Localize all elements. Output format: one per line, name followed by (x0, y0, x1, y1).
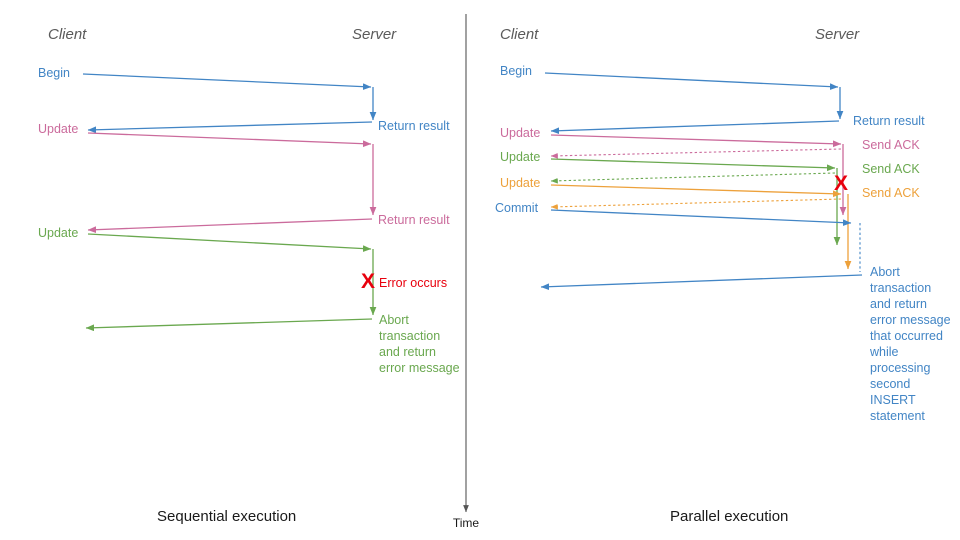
left-abort-line-1: Abort (379, 313, 409, 327)
right-server-lane-label: Server (815, 26, 860, 43)
error-x-icon: X (361, 270, 375, 293)
right-ack-pink-label: Send ACK (862, 138, 920, 152)
right-update-pink-arrow (550, 134, 842, 148)
left-return-result-1-arrow (87, 121, 373, 134)
right-abort-line-8: second (870, 377, 910, 391)
left-message-begin: Begin (38, 66, 372, 91)
left-abort-return-arrow (85, 318, 373, 332)
panel-sequential: Client Server Begin Return result Update… (38, 26, 460, 525)
right-return-result-label: Return result (853, 114, 925, 128)
right-ack-pink-arrow (550, 148, 842, 159)
right-return-result-arrow (550, 120, 840, 135)
left-return-result-2-label: Return result (378, 213, 450, 227)
right-update-orange-label: Update (500, 176, 540, 190)
left-update-pink-label: Update (38, 122, 78, 136)
right-update-green-label: Update (500, 150, 540, 164)
error-x-icon: X (834, 172, 848, 195)
time-axis-label: Time (453, 516, 480, 530)
time-axis: Time (453, 14, 480, 530)
right-ack-green-arrow (550, 172, 836, 184)
left-message-update-green: Update (38, 226, 372, 252)
right-message-begin: Begin (500, 64, 839, 90)
right-message-update-orange: Update Send ACK (500, 176, 920, 270)
left-blue-processing: Return result (87, 87, 450, 134)
right-client-lane-label: Client (500, 26, 539, 43)
right-abort-line-6: while (869, 345, 899, 359)
right-begin-label: Begin (500, 64, 532, 78)
right-footer-label: Parallel execution (670, 508, 788, 525)
left-begin-arrow (82, 73, 372, 91)
left-green-processing: X Error occurs Abort transaction and ret… (85, 249, 460, 375)
left-client-lane-label: Client (48, 26, 87, 43)
right-commit-arrow (550, 209, 852, 227)
right-abort-line-2: transaction (870, 281, 931, 295)
left-update-green-label: Update (38, 226, 78, 240)
right-update-pink-label: Update (500, 126, 540, 140)
right-abort-line-3: and return (870, 297, 927, 311)
left-begin-label: Begin (38, 66, 70, 80)
left-error-occurs-label: Error occurs (379, 276, 447, 290)
left-pink-processing: Return result (87, 144, 450, 234)
right-abort-line-7: processing (870, 361, 930, 375)
right-update-green-arrow (550, 158, 836, 172)
right-abort-return-arrow (540, 274, 863, 291)
right-abort-line-5: that occurred (870, 329, 943, 343)
right-abort-line-1: Abort (870, 265, 900, 279)
left-update-pink-arrow (87, 132, 372, 148)
right-message-update-green: Update Send ACK X (500, 150, 920, 246)
right-begin-arrow (544, 72, 839, 90)
right-commit-label: Commit (495, 201, 539, 215)
right-ack-orange-arrow (550, 198, 842, 210)
left-footer-label: Sequential execution (157, 508, 296, 525)
right-update-orange-arrow (550, 184, 842, 198)
left-abort-line-3: and return (379, 345, 436, 359)
right-abort-line-4: error message (870, 313, 951, 327)
left-return-result-2-arrow (87, 218, 373, 234)
left-return-result-1-label: Return result (378, 119, 450, 133)
right-ack-green-label: Send ACK (862, 162, 920, 176)
right-abort-line-10: statement (870, 409, 925, 423)
right-blue-processing: Return result (550, 87, 925, 135)
left-abort-line-4: error message (379, 361, 460, 375)
right-message-update-pink: Update Send ACK (500, 126, 920, 216)
left-abort-line-2: transaction (379, 329, 440, 343)
left-update-green-arrow (87, 233, 372, 252)
panel-parallel: Client Server Begin Return result Update… (495, 26, 951, 525)
left-server-lane-label: Server (352, 26, 397, 43)
left-message-update-pink: Update (38, 122, 372, 148)
right-abort-line-9: INSERT (870, 393, 916, 407)
right-ack-orange-label: Send ACK (862, 186, 920, 200)
right-message-commit: Commit Abort transaction and return erro… (495, 201, 951, 423)
